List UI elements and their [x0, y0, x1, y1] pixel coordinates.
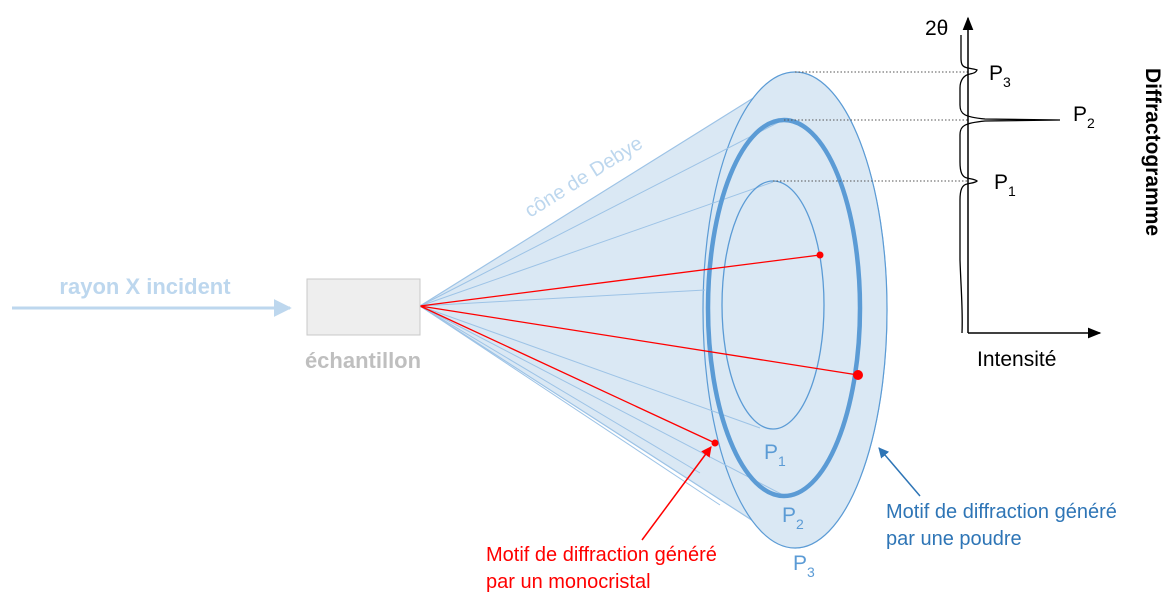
diffractogram-title: Diffractogramme [1141, 68, 1164, 236]
sample: échantillon [305, 279, 421, 373]
peak-p3-subscript: 3 [1003, 74, 1011, 90]
ring-p3-subscript: 3 [807, 564, 815, 580]
monocrystal-text-line2: par un monocristal [486, 571, 651, 593]
powder-annotation: Motif de diffraction généré par une poud… [879, 448, 1117, 550]
peak-p3-label: P3 [989, 62, 1011, 90]
red-spot [853, 370, 863, 380]
incident-beam: rayon X incident [12, 274, 290, 308]
sample-label: échantillon [305, 348, 421, 373]
peak-p2-label: P2 [1073, 103, 1095, 131]
diffractogram: 2θ Intensité P3 P2 P1 Diffractogramme [925, 17, 1164, 371]
intensity-label: Intensité [977, 348, 1056, 371]
sample-box [307, 279, 420, 335]
peak-p2-subscript: 2 [1087, 115, 1095, 131]
powder-text-line1: Motif de diffraction généré [886, 501, 1117, 523]
ring-p3-label: P3 [793, 552, 815, 580]
powder-text-line2: par une poudre [886, 528, 1022, 550]
monocrystal-text-line1: Motif de diffraction généré [486, 544, 717, 566]
incident-beam-label: rayon X incident [59, 274, 231, 299]
red-spot [712, 440, 719, 447]
ring-p2-subscript: 2 [796, 516, 804, 532]
peak-p1-subscript: 1 [1008, 183, 1016, 199]
ring-p1-subscript: 1 [778, 453, 786, 469]
two-theta-label: 2θ [925, 17, 948, 40]
peak-p1-label: P1 [994, 171, 1016, 199]
blue-pointer-arrow [879, 448, 920, 496]
red-spot [817, 252, 824, 259]
